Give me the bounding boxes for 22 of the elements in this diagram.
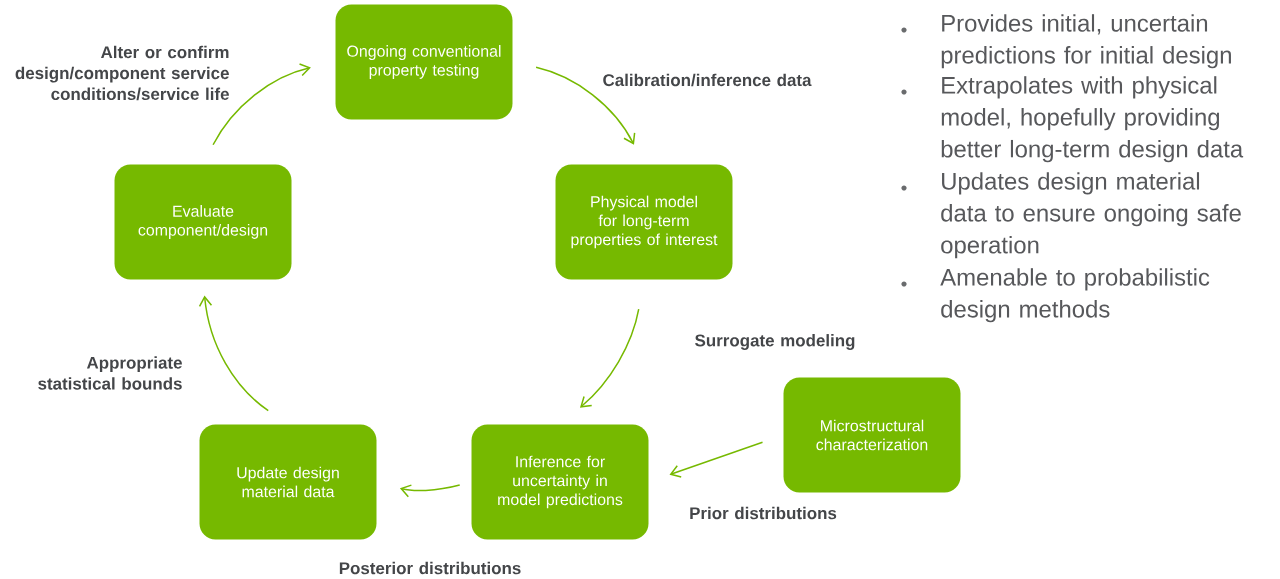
- arrow: [212, 63, 311, 146]
- edge-label: Surrogate modeling: [695, 334, 855, 350]
- edge-label: Prior distributions: [690, 506, 837, 520]
- process-box: Update design material data: [199, 424, 377, 540]
- process-box: Physical model for long-term properties of interest: [555, 164, 733, 280]
- arrow: [198, 295, 269, 412]
- process-box: Ongoing conventional property testing: [335, 4, 513, 120]
- edge-label: Posterior distributions: [339, 561, 521, 575]
- edge-label: Appropriate statistical bounds: [38, 356, 182, 390]
- bullet-text: Updates design material data to ensure ongoing safe operation: [941, 172, 1241, 259]
- process-box: Microstructural characterization: [783, 377, 961, 493]
- edge-label: Alter or confirm design/component service conditions/service life: [15, 45, 229, 101]
- bullet-text: Provides initial, uncertain predictions for initial design: [941, 14, 1231, 69]
- arrow: [669, 441, 764, 478]
- arrow: [579, 308, 640, 408]
- bullet-text: Amenable to probabilistic design methods: [940, 268, 1210, 323]
- process-box: Inference for uncertainty in model predictions: [471, 424, 649, 540]
- arrow: [399, 484, 461, 498]
- arrow: [535, 66, 636, 145]
- edge-label: Calibration/inference data: [603, 73, 812, 87]
- bullet-text: Extrapolates with physical model, hopefully providing better long-term design data: [941, 76, 1244, 163]
- process-box: Evaluate component/design: [114, 164, 292, 280]
